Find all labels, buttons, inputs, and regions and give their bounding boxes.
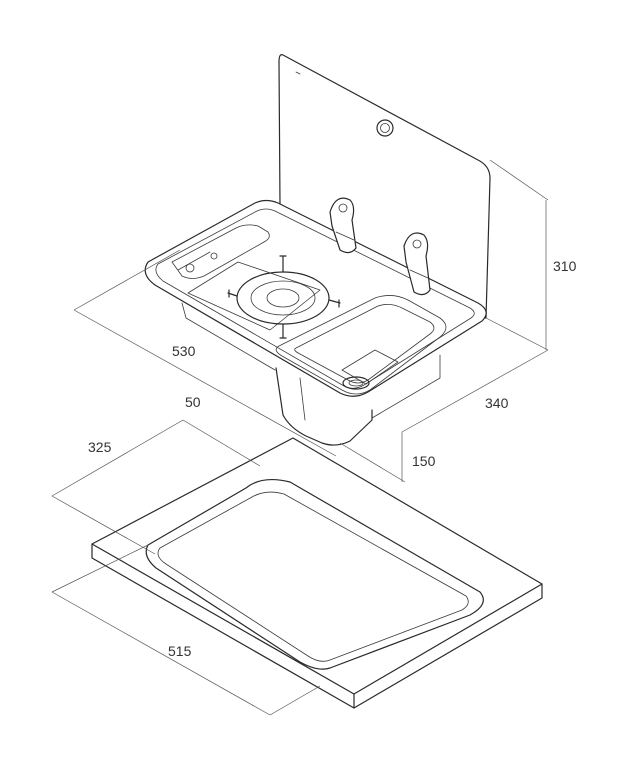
- countertop-cutout: [91, 437, 543, 709]
- sink-hob-unit: [144, 197, 487, 446]
- hinge-right: [403, 232, 431, 296]
- hinge-left: [329, 197, 357, 254]
- dim-width-label: 530: [172, 343, 196, 359]
- dim-cutout-corner-label: 50: [185, 394, 201, 410]
- dimension-lines: [51, 159, 549, 716]
- dim-height-label: 310: [553, 258, 577, 274]
- dim-cutout-depth-label: 325: [88, 439, 112, 455]
- dim-depth-label: 340: [485, 395, 509, 411]
- dim-cutout-width-label: 515: [168, 643, 192, 659]
- dim-basin-depth-label: 150: [412, 453, 436, 469]
